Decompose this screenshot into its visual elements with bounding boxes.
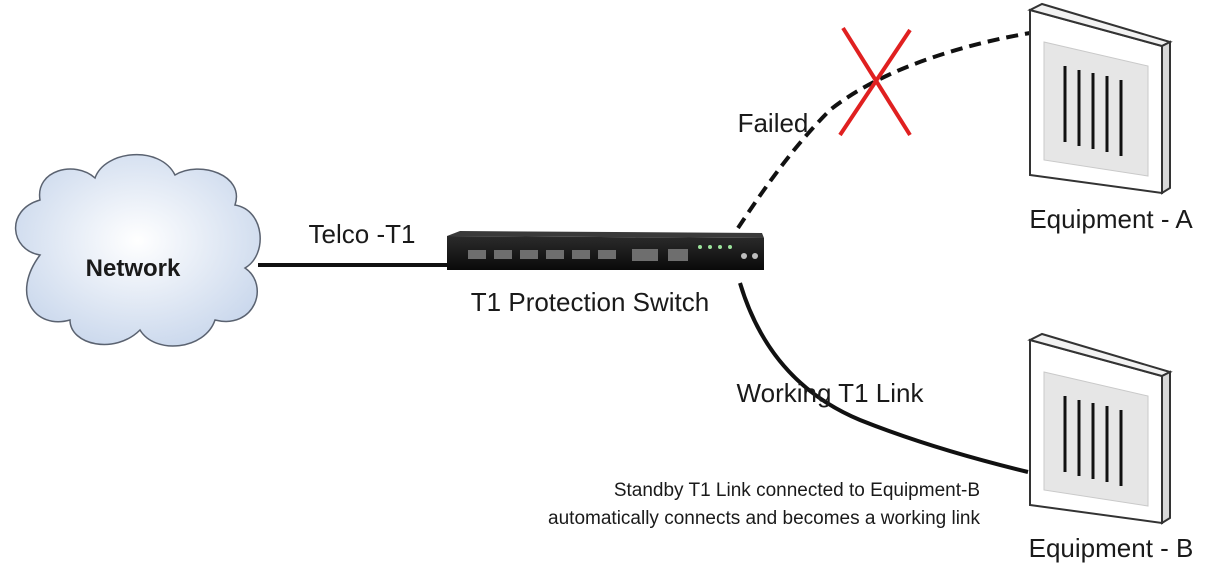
equipment-a-icon (1027, 2, 1173, 195)
t1-protection-switch-icon (447, 231, 764, 270)
standby-note-line1: Standby T1 Link connected to Equipment-B (614, 480, 980, 501)
equipment-a-label: Equipment - A (1029, 204, 1193, 234)
failure-x-icon (838, 26, 912, 137)
failed-label: Failed (738, 108, 809, 138)
t1-protection-switch-label: T1 Protection Switch (471, 287, 709, 317)
equipment-b-label: Equipment - B (1029, 533, 1194, 563)
network-label: Network (86, 255, 181, 282)
standby-note-line2: automatically connects and becomes a wor… (548, 508, 980, 529)
network-cloud-icon (14, 153, 261, 347)
telco-t1-label: Telco -T1 (309, 219, 416, 249)
failed-t1-link (736, 31, 1031, 230)
working-t1-link (738, 282, 1029, 474)
working-t1-link-label: Working T1 Link (737, 378, 925, 408)
equipment-b-icon (1027, 332, 1173, 525)
